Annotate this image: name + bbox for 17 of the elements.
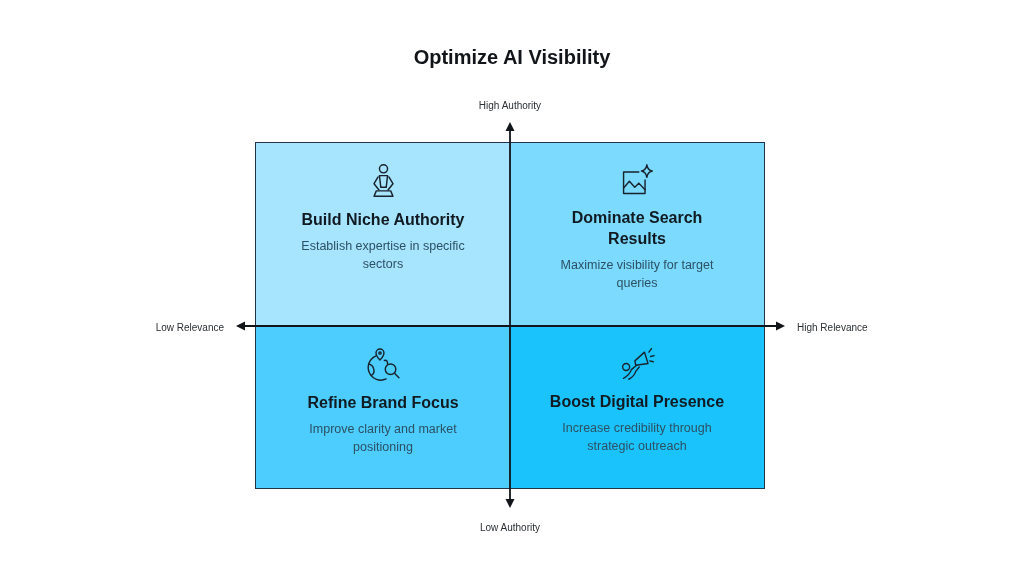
quadrant-description: Establish expertise in specific sectors	[300, 238, 466, 273]
quadrant-heading: Build Niche Authority	[300, 210, 466, 230]
axis-label: High Authority	[478, 99, 542, 111]
quadrant-panel	[255, 142, 510, 326]
axis-label: Low Authority	[480, 521, 540, 533]
quadrant-description: Improve clarity and market positioning	[308, 421, 458, 456]
quadrant-heading: Boost Digital Presence	[548, 392, 726, 412]
quadrant-heading: Refine Brand Focus	[306, 393, 460, 413]
quadrant-description: Maximize visibility for target queries	[559, 257, 715, 292]
quadrant-heading: Dominate Search Results	[570, 208, 704, 249]
diagram-title: Optimize AI Visibility	[413, 45, 611, 69]
axis-label: Low Relevance	[155, 321, 224, 333]
axis-label: High Relevance	[797, 321, 868, 333]
quadrant-panel	[510, 326, 765, 489]
quadrant-description: Increase credibility through strategic outreach	[561, 420, 713, 455]
quadrant-panel	[510, 142, 765, 326]
quadrant-panel	[255, 326, 510, 489]
